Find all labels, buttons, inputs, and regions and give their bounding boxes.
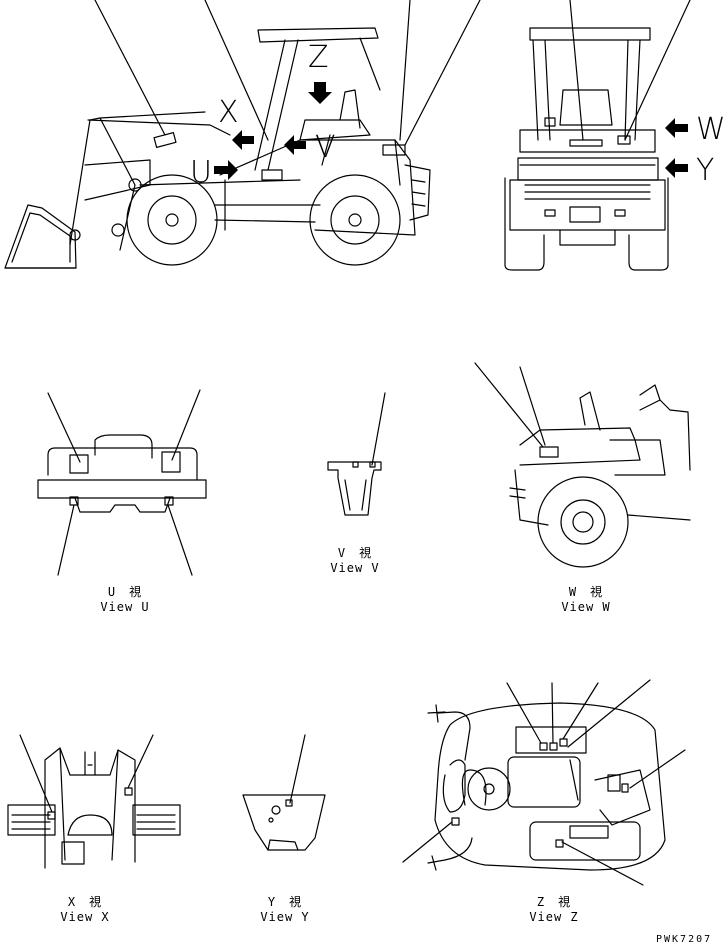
view-u-caption-jp: U 視 [107, 585, 143, 599]
view-v-caption-en: View V [330, 561, 380, 575]
view-w-caption-en: View W [561, 600, 611, 614]
view-z-caption-en: View Z [529, 910, 579, 924]
arrow-y [665, 158, 688, 178]
view-v-drawing [327, 392, 386, 516]
view-z-drawing [402, 679, 686, 886]
arrow-z [308, 82, 332, 104]
arrow-letter-u: U [190, 155, 212, 190]
view-x-caption-jp: X 視 [67, 895, 103, 909]
view-arrows-side [214, 82, 688, 180]
arrow-v [284, 135, 306, 155]
view-w-caption-jp: W 視 [568, 585, 604, 599]
arrow-letter-z: Z [308, 40, 329, 75]
side-view-loader [4, 0, 481, 269]
view-y-drawing [242, 734, 326, 851]
rear-view-loader [504, 0, 691, 271]
view-y-caption-en: View Y [260, 910, 310, 924]
view-x-drawing [7, 734, 181, 869]
view-u-drawing [37, 389, 207, 576]
drawing-code: PWK7207 [656, 934, 713, 945]
arrow-letter-y: Y [696, 153, 715, 188]
view-y-caption-jp: Y 視 [267, 895, 303, 909]
arrow-x [232, 130, 254, 150]
view-z-caption-jp: Z 視 [536, 895, 572, 909]
view-w-drawing [474, 362, 691, 568]
arrow-letter-v: V [315, 130, 336, 165]
arrow-letter-w: W [696, 112, 723, 147]
arrow-w [665, 118, 688, 138]
arrow-letter-x: X [218, 95, 239, 130]
view-u-caption-en: View U [100, 600, 150, 614]
view-x-caption-en: View X [60, 910, 110, 924]
view-v-caption-jp: V 視 [337, 546, 373, 560]
arrow-u [214, 160, 238, 180]
